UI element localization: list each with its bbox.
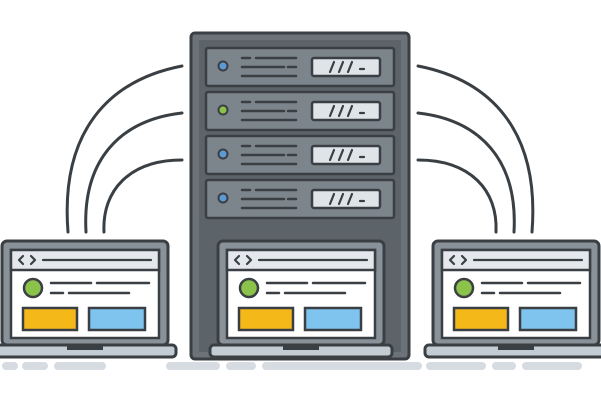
rack-unit [206,136,394,174]
rack-unit [206,92,394,130]
rack-unit [206,180,394,218]
avatar-circle [455,279,473,297]
laptop-hinge-notch [67,345,103,350]
cable-right-outer [418,66,533,232]
status-led [219,106,228,115]
avatar-circle [240,279,258,297]
content-tile-blue [520,308,576,330]
drive-slot [312,102,380,120]
content-tile-yellow [239,308,293,330]
content-tile-blue [89,308,145,330]
rack-unit [206,48,394,86]
drive-slot [312,58,380,76]
laptop-left [0,241,176,357]
cable-right-inner [418,160,496,232]
content-tile-yellow [23,308,77,330]
status-led [219,62,228,71]
ground-shadow [2,362,582,370]
laptop-right [425,241,601,357]
laptop-hinge-notch [283,345,319,350]
avatar-circle [24,279,42,297]
cable-left-inner [104,160,182,232]
content-tile-blue [305,308,361,330]
status-led [219,150,228,159]
cable-left-outer [67,66,182,232]
drive-slot [312,146,380,164]
status-led [219,194,228,203]
content-tile-yellow [454,308,508,330]
laptop-hinge-notch [498,345,534,350]
drive-slot [312,190,380,208]
laptop-center [210,241,392,357]
